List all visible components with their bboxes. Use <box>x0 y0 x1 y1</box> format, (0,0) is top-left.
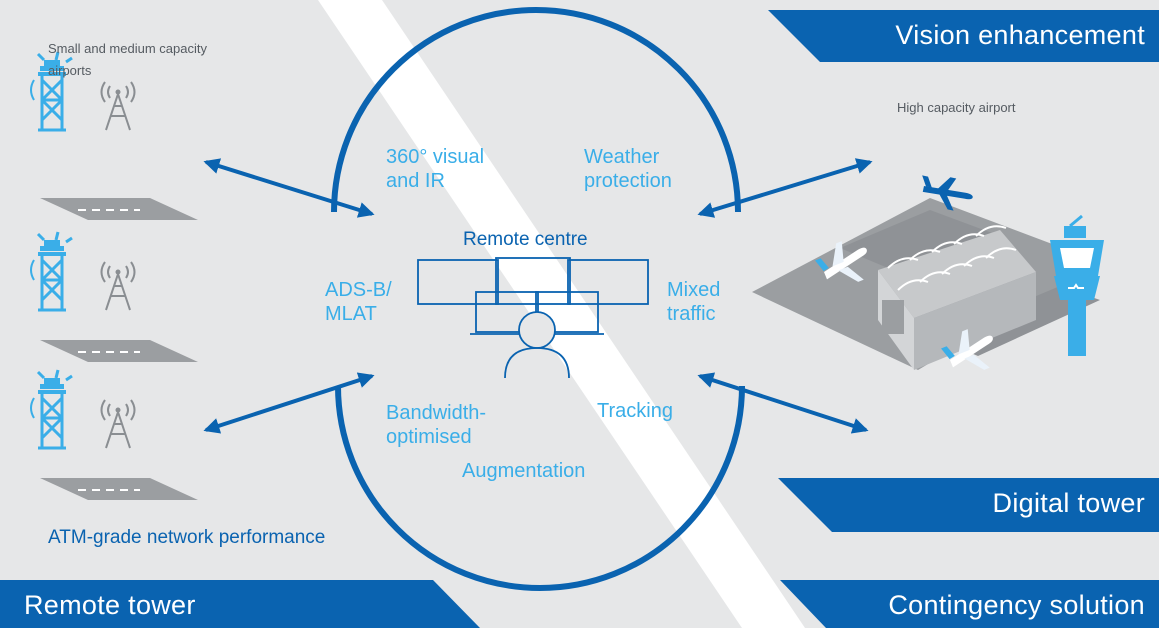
remote-centre-label: Remote centre <box>463 229 588 250</box>
arrow-upper-right <box>697 158 873 218</box>
monitor-icon <box>417 257 649 335</box>
banner-digital-tower: Digital tower <box>992 488 1145 518</box>
small-airports-label: Small and medium capacity airports <box>48 41 207 78</box>
feature-tracking-label: Tracking <box>597 400 673 422</box>
feature-augmentation-label: Augmentation <box>462 460 586 482</box>
arrow-upper-left <box>203 158 375 218</box>
runway-icon <box>40 340 198 362</box>
upper-arc <box>331 7 741 213</box>
banner-vision-enhancement: Vision enhancement <box>895 20 1145 50</box>
feature-weather-label: Weather protection <box>584 146 672 192</box>
network-performance-label: ATM-grade network performance <box>48 527 326 548</box>
banner-contingency-shape <box>780 580 1159 628</box>
banner-contingency-solution: Contingency solution <box>888 590 1145 620</box>
airplane-icon <box>922 175 973 211</box>
control-tower-icon <box>1050 214 1104 356</box>
banner-vision-shape <box>768 10 1159 62</box>
banner-remote-tower: Remote tower <box>24 590 196 620</box>
banner-remote-shape <box>0 580 480 628</box>
arrow-lower-left <box>203 372 375 434</box>
high-capacity-label: High capacity airport <box>897 100 1016 115</box>
arrow-lower-right <box>697 372 869 434</box>
feature-mixed-label: Mixed traffic <box>667 279 721 325</box>
lower-arc <box>335 385 745 591</box>
feature-bandwidth-label: Bandwidth- optimised <box>386 402 487 448</box>
banner-digital-shape <box>778 478 1159 532</box>
operator-icon <box>504 311 570 379</box>
feature-adsb-label: ADS-B/ MLAT <box>325 279 392 325</box>
feature-visual-label: 360° visual and IR <box>386 146 485 192</box>
hangar-icon <box>878 225 1036 370</box>
runway-icon <box>40 198 198 220</box>
runway-icon <box>40 478 198 500</box>
